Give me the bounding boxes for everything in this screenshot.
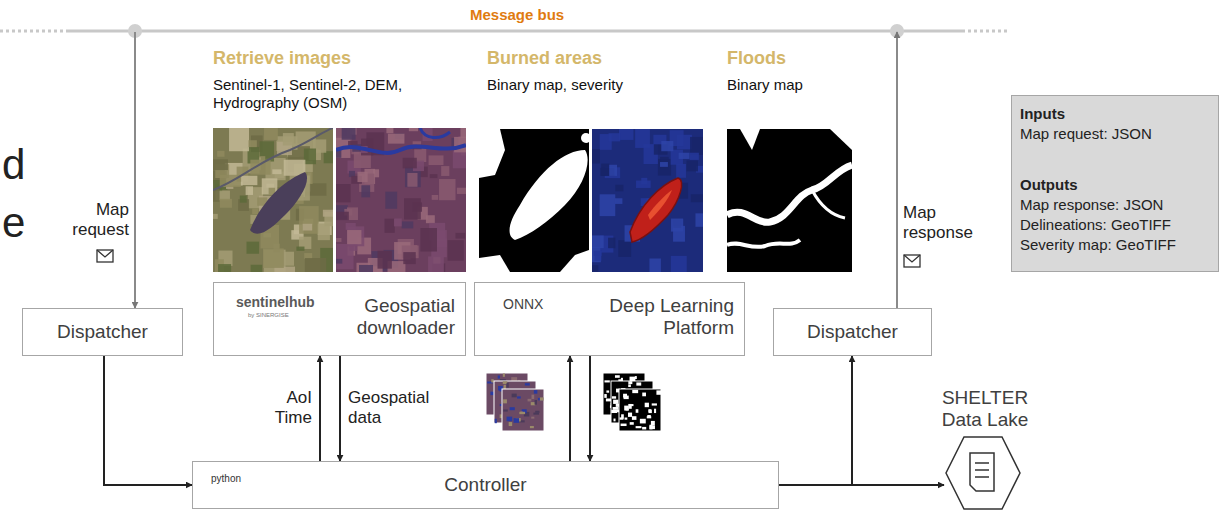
io-item: Delineations: GeoTIFF [1020,216,1171,233]
connector-arrow [104,356,192,485]
dispatcher-box: Dispatcher [22,308,183,356]
bus-line-dashed [0,30,66,33]
io-item: Severity map: GeoTIFF [1020,236,1176,253]
logo-subtext: by SINERGISE [248,312,289,319]
connector-arrow [779,356,852,485]
section-subtitle: Binary map [727,76,803,94]
section-heading: Burned areas [487,48,602,70]
cut-letter: e [2,198,25,248]
envelope-icon [904,255,920,267]
edge-label: AoI Time [262,388,312,429]
edge-label: Map response [903,203,993,244]
connector-arrow [589,356,591,461]
section-subtitle: Binary map, severity [487,76,623,94]
connector-arrow [779,484,944,486]
sentinel2-image [213,128,333,272]
severity-map [592,129,703,272]
section-title: Outputs [1020,176,1078,193]
edge-label: Map request [59,200,129,241]
logo-text: python [211,473,241,485]
envelope-icon [97,250,113,262]
box-title: Controller [193,474,778,496]
sentinel1-image [336,128,466,272]
data-lake-icon [944,435,1022,511]
bus-line [66,30,962,33]
section-subtitle: Sentinel-1, Sentinel-2, DEM, Hydrography… [213,76,463,112]
connector-arrow [896,32,898,308]
io-item: Map response: JSON [1020,196,1163,213]
logo-text: ONNX [503,296,543,312]
bus-title: Message bus [470,6,564,23]
box-title: Geospatial downloader [325,295,455,339]
io-item: Map request: JSON [1020,125,1152,142]
box-title: Dispatcher [57,321,148,343]
connector-arrow [339,356,341,461]
burned-binary-map [479,129,589,272]
box-title: Deep Learning Platform [584,295,734,339]
message-bus: Message bus [0,6,1010,32]
logo-text: sentinelhub [236,294,315,310]
connector-arrow [319,356,321,461]
downloader-box: sentinelhub by SINERGISE Geospatial downlo… [213,282,466,356]
connector-arrow [569,356,571,461]
flood-binary-map [727,129,852,272]
deep-learning-box: ONNX Deep Learning Platform [474,282,745,356]
cut-letter: d [2,140,25,190]
edge-label: Geospatial data [348,388,448,429]
section-heading: Floods [727,48,786,70]
bus-line-dashed [962,30,1010,33]
connector-arrow [134,32,136,308]
dispatcher-box: Dispatcher [773,308,932,356]
input-tile-stack [486,373,544,431]
section-heading: Retrieve images [213,48,351,70]
store-title: SHELTER Data Lake [930,387,1040,431]
io-box: InputsMap request: JSON OutputsMap respon… [1011,95,1219,272]
section-title: Inputs [1020,105,1065,122]
controller-box: pythonController [192,461,779,509]
data-lake: SHELTER Data Lake [930,385,1040,512]
box-title: Dispatcher [807,321,898,343]
output-tile-stack [603,373,662,431]
